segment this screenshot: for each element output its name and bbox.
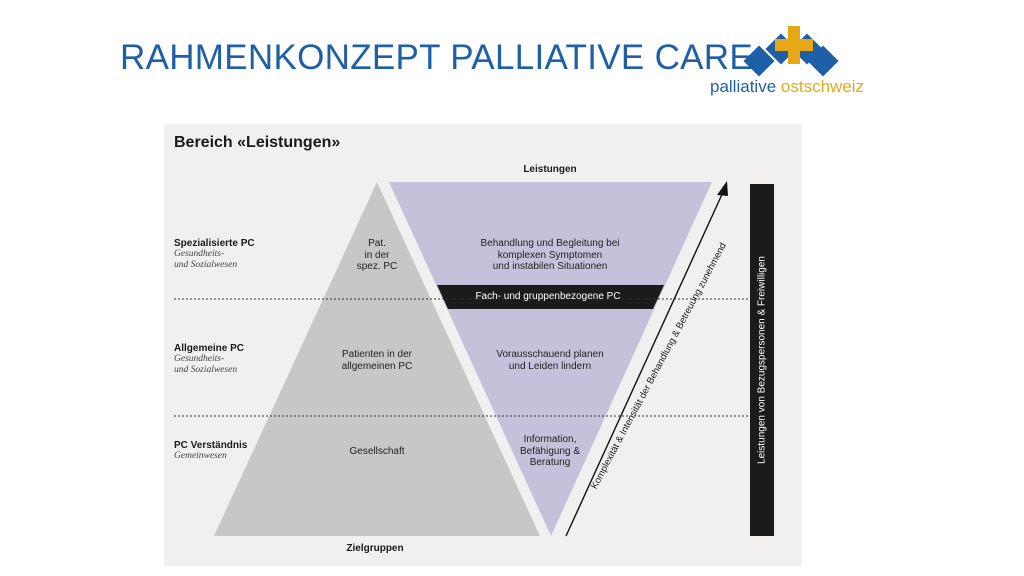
pyramid-label-specialised: Pat. in der spez. PC: [356, 238, 398, 272]
level-name: Allgemeine PC: [174, 343, 245, 354]
services-inverted-triangle: [389, 182, 712, 536]
complexity-arrow-line: [565, 189, 725, 537]
diagram-title: Bereich «Leistungen»: [174, 134, 341, 151]
complexity-arrow-head: [717, 181, 728, 196]
level-sub: Gemeinwesen: [174, 451, 227, 461]
services-header: Leistungen: [523, 164, 577, 175]
pyramid-label-general: Patienten in der allgemeinen PC: [341, 349, 413, 372]
specialist-band: [437, 285, 664, 309]
slide-title: RAHMENKONZEPT PALLIATIVE CARE: [120, 38, 754, 77]
target-groups-header: Zielgruppen: [346, 543, 404, 554]
logo-word-ostschweiz: ostschweiz: [780, 77, 865, 96]
target-groups-pyramid: [214, 182, 540, 536]
level-sub: Gesundheits- und Sozialwesen: [174, 249, 238, 270]
service-label-planning: Vorausschauend planen und Leiden lindern: [496, 349, 604, 372]
palliative-ostschweiz-logo-icon: [743, 26, 839, 77]
volunteer-side-bar: [750, 184, 774, 536]
level-understanding: PC Verständnis Gemeinwesen: [174, 440, 247, 462]
level-name: Spezialisierte PC: [174, 238, 255, 249]
level-sub: Gesundheits- und Sozialwesen: [174, 354, 238, 375]
service-label-information: Information, Befähigung & Beratung: [519, 434, 581, 468]
volunteer-side-bar-label: Leistungen von Bezugspersonen & Freiwill…: [756, 256, 768, 464]
pyramid-label-society: Gesellschaft: [349, 446, 405, 457]
specialist-band-label: Fach- und gruppenbezogene PC: [475, 291, 621, 302]
logo-cross-h: [775, 39, 813, 51]
level-name: PC Verständnis: [174, 440, 248, 451]
service-label-complex: Behandlung und Begleitung bei komplexen …: [480, 238, 620, 272]
level-specialised: Spezialisierte PC Gesundheits- und Sozia…: [174, 238, 255, 271]
logo-text: palliative ostschweiz: [710, 77, 864, 97]
logo-word-palliative: palliative: [710, 77, 777, 96]
level-general: Allgemeine PC Gesundheits- und Sozialwes…: [174, 343, 244, 376]
